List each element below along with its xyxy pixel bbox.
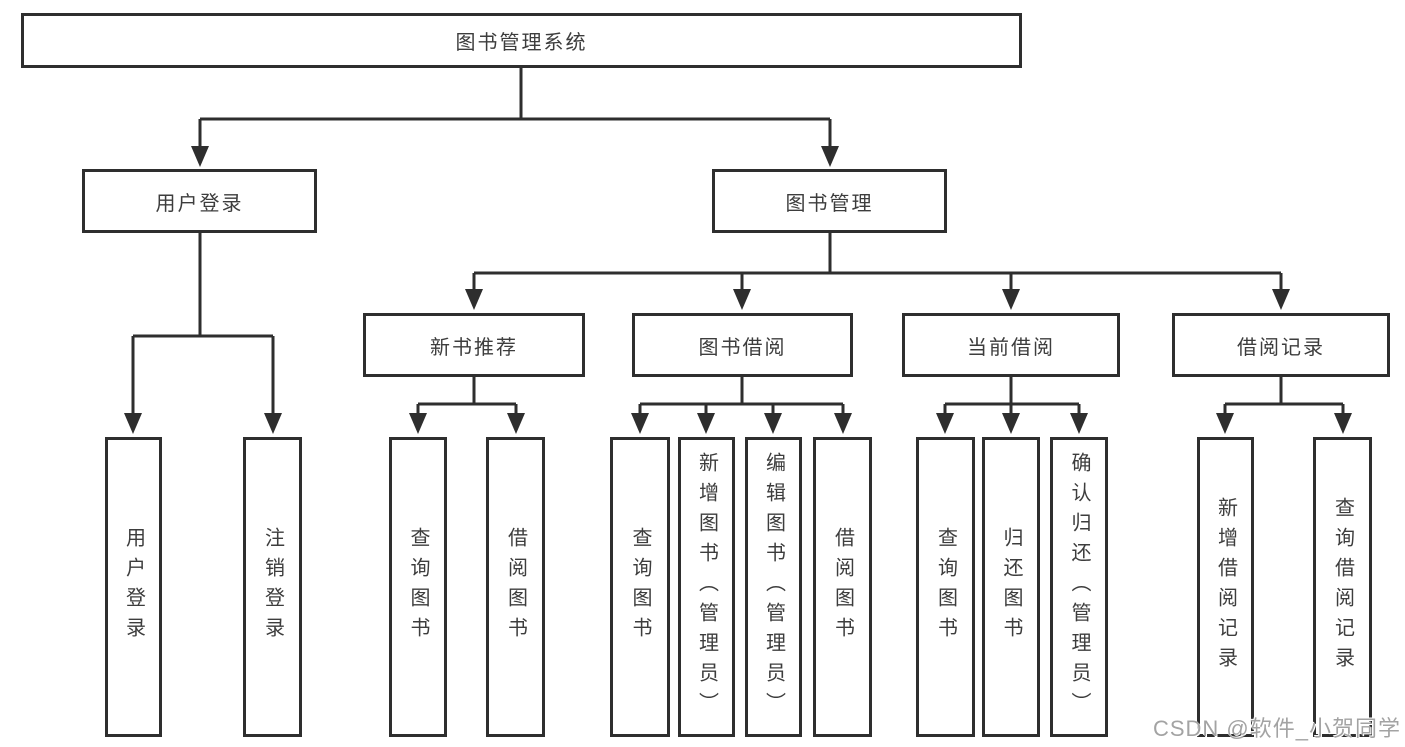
leaf-borrow-book-recommend: 借阅图书 — [486, 437, 545, 737]
node-new-book-recommend: 新书推荐 — [363, 313, 585, 377]
leaf-logout: 注销登录 — [243, 437, 302, 737]
arrowhead-down-icon — [409, 413, 427, 434]
leaf-return-book: 归还图书 — [982, 437, 1040, 737]
node-book-management: 图书管理 — [712, 169, 947, 233]
node-label: 查询图书 — [934, 527, 957, 647]
arrowhead-down-icon — [1272, 289, 1290, 310]
arrowhead-down-icon — [733, 289, 751, 310]
watermark: CSDN @软件_小贺同学 — [1152, 716, 1401, 741]
node-label: 新书推荐 — [430, 336, 518, 359]
leaf-confirm-return-admin: 确认归还（管理员） — [1050, 437, 1108, 737]
node-label: 注销登录 — [261, 527, 284, 647]
leaf-query-book-current: 查询图书 — [916, 437, 975, 737]
arrowhead-down-icon — [191, 146, 209, 167]
arrowhead-down-icon — [1216, 413, 1234, 434]
leaf-add-borrow-record: 新增借阅记录 — [1197, 437, 1254, 737]
node-label: 查询图书 — [407, 527, 429, 647]
arrowhead-down-icon — [697, 413, 715, 434]
leaf-borrow-book-borrowing: 借阅图书 — [813, 437, 872, 737]
node-book-borrowing: 图书借阅 — [632, 313, 853, 377]
leaf-add-book-admin: 新增图书（管理员） — [678, 437, 735, 737]
arrowhead-down-icon — [834, 413, 852, 434]
node-label: 图书管理系统 — [455, 32, 588, 54]
arrowhead-down-icon — [124, 413, 142, 434]
node-label: 图书借阅 — [698, 336, 787, 359]
arrowhead-down-icon — [821, 146, 839, 167]
node-user-login: 用户登录 — [82, 169, 317, 233]
node-label: 借阅记录 — [1237, 336, 1325, 359]
leaf-query-book-borrowing: 查询图书 — [610, 437, 670, 737]
arrowhead-down-icon — [1070, 413, 1088, 434]
arrowhead-down-icon — [1002, 289, 1020, 310]
node-label: 新增图书（管理员） — [695, 452, 718, 722]
leaf-edit-book-admin: 编辑图书（管理员） — [745, 437, 802, 737]
node-label: 用户登录 — [122, 527, 145, 647]
leaf-query-book-recommend: 查询图书 — [389, 437, 447, 737]
node-label: 查询图书 — [629, 527, 651, 647]
arrowhead-down-icon — [631, 413, 649, 434]
node-label: 归还图书 — [1000, 527, 1022, 647]
node-current-borrowing: 当前借阅 — [902, 313, 1120, 377]
node-label: 用户登录 — [155, 192, 244, 215]
arrowhead-down-icon — [264, 413, 282, 434]
arrowhead-down-icon — [507, 413, 525, 434]
node-label: 确认归还（管理员） — [1068, 452, 1090, 722]
arrowhead-down-icon — [1002, 413, 1020, 434]
leaf-user-login: 用户登录 — [105, 437, 162, 737]
node-library-management-system: 图书管理系统 — [21, 13, 1022, 68]
node-label: 借阅图书 — [831, 527, 854, 647]
node-label: 新增借阅记录 — [1214, 497, 1237, 677]
node-label: 查询借阅记录 — [1331, 497, 1354, 677]
leaf-query-borrow-record: 查询借阅记录 — [1313, 437, 1372, 737]
node-borrow-records: 借阅记录 — [1172, 313, 1390, 377]
arrowhead-down-icon — [936, 413, 954, 434]
arrowhead-down-icon — [1334, 413, 1352, 434]
arrowhead-down-icon — [764, 413, 782, 434]
node-label: 编辑图书（管理员） — [762, 452, 785, 722]
node-label: 借阅图书 — [504, 527, 527, 647]
arrowhead-down-icon — [465, 289, 483, 310]
node-label: 图书管理 — [785, 192, 874, 215]
node-label: 当前借阅 — [967, 336, 1055, 359]
